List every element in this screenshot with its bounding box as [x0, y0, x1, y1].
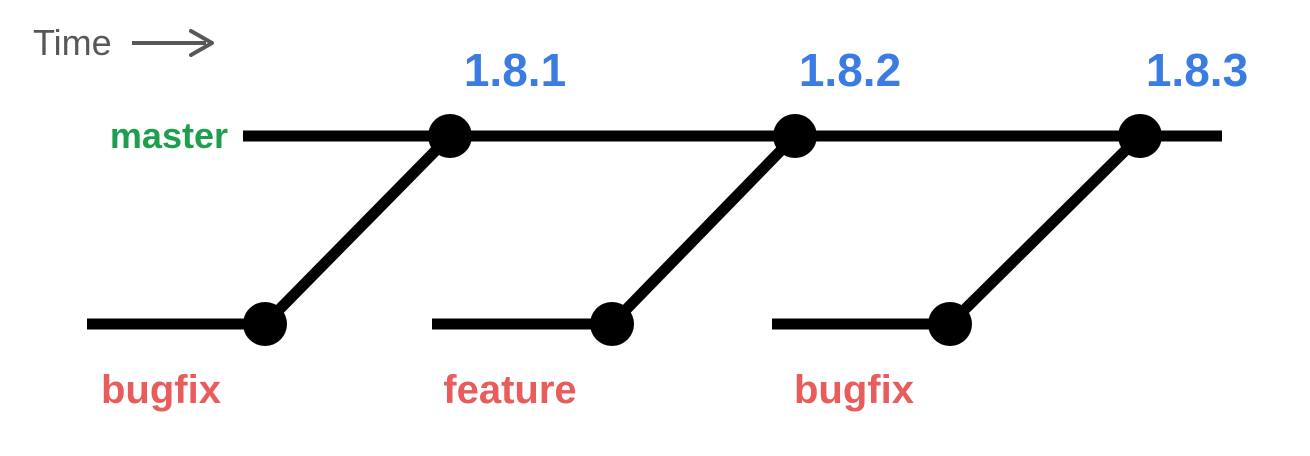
feature-merge-line [608, 132, 799, 328]
bugfix-2-commit-dot [928, 302, 972, 346]
bugfix-2-branch-label: bugfix [794, 368, 914, 412]
branch-feature: feature [432, 114, 817, 412]
right-arrow-icon [132, 29, 214, 57]
bugfix-2-merge-line [946, 132, 1144, 328]
master-branch: master [110, 115, 1222, 156]
master-commit-dot-1-8-2 [773, 114, 817, 158]
bugfix-1-commit-dot [243, 302, 287, 346]
tag-label-1-8-2: 1.8.2 [799, 44, 901, 96]
time-label: Time [33, 22, 112, 63]
bugfix-1-branch-label: bugfix [101, 368, 221, 412]
branch-bugfix-2: bugfix [772, 114, 1162, 412]
tag-label-1-8-1: 1.8.1 [464, 44, 566, 96]
branch-bugfix-1: bugfix [87, 114, 472, 412]
time-axis: Time [33, 22, 214, 63]
bugfix-1-merge-line [261, 132, 454, 328]
feature-commit-dot [590, 302, 634, 346]
master-commit-dot-1-8-1 [428, 114, 472, 158]
release-tags: 1.8.1 1.8.2 1.8.3 [464, 44, 1248, 96]
master-commit-dot-1-8-3 [1118, 114, 1162, 158]
master-branch-label: master [110, 115, 228, 156]
right-arrow-head [189, 29, 214, 57]
feature-branch-label: feature [443, 368, 576, 412]
tag-label-1-8-3: 1.8.3 [1146, 44, 1248, 96]
